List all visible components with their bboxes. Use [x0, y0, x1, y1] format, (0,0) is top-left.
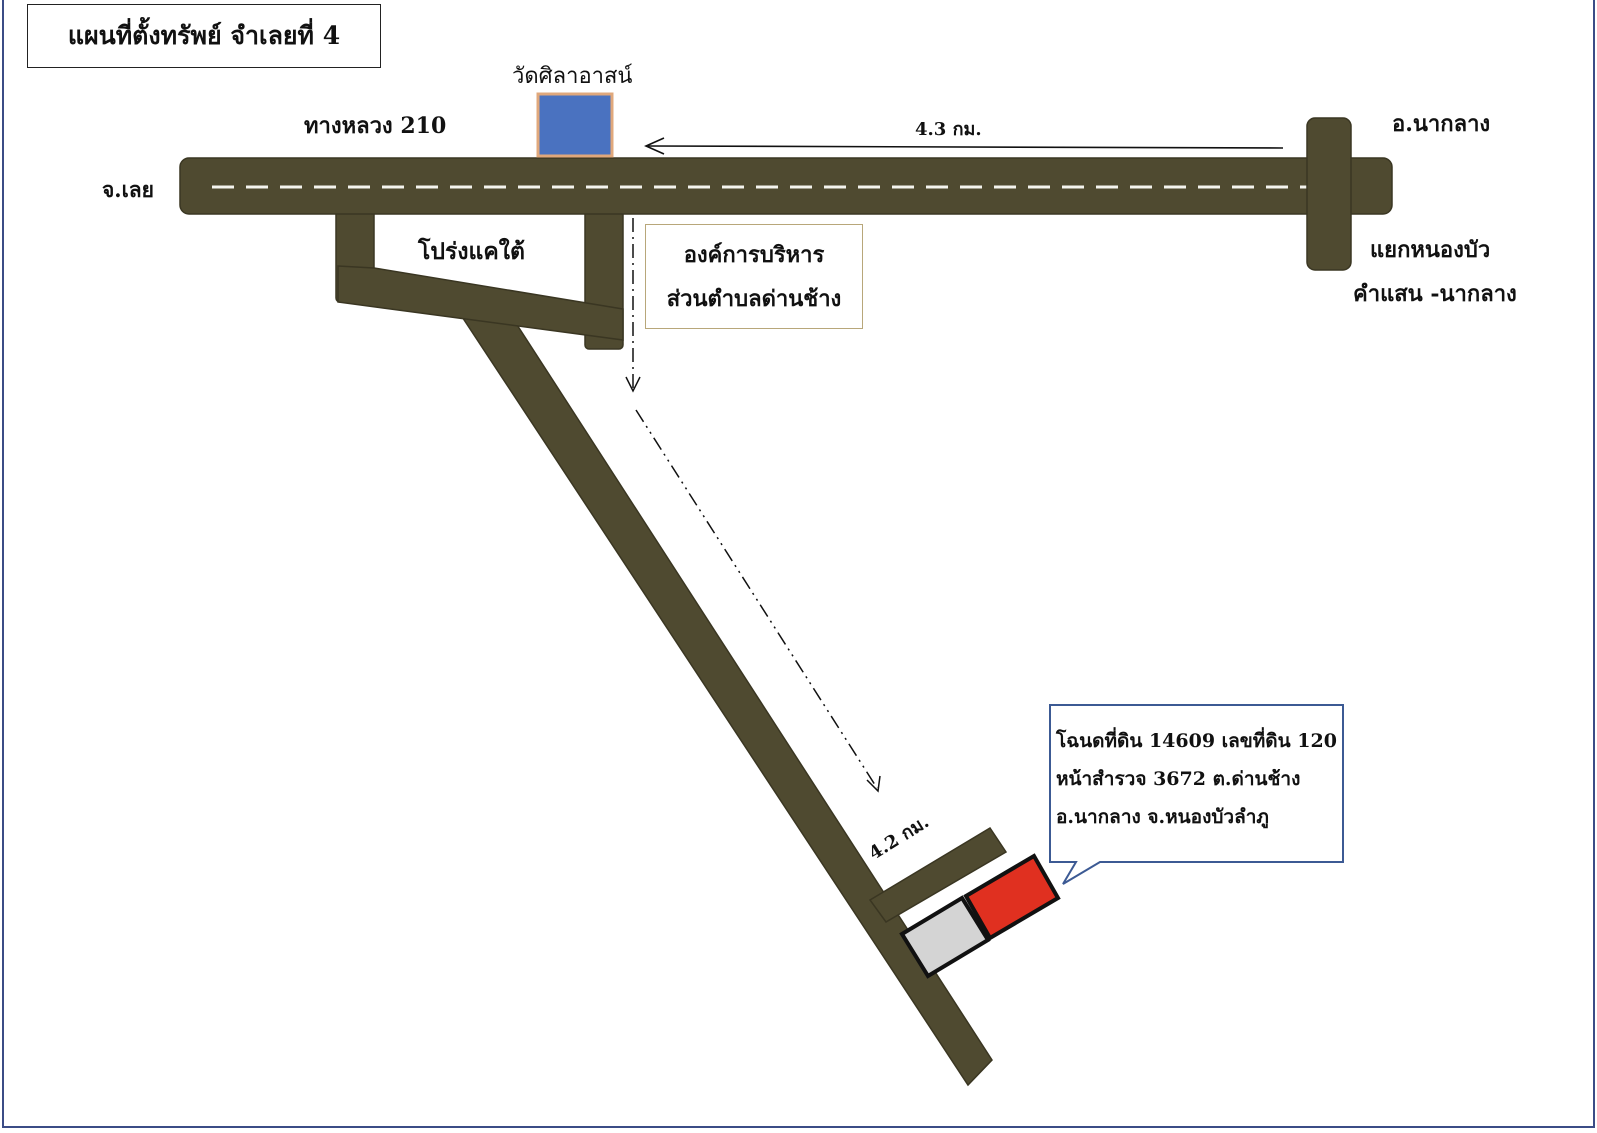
route-arrow-diagonal	[635, 409, 878, 789]
highway-210-label: ทางหลวง 210	[304, 113, 447, 139]
branch-road-diagonal	[449, 299, 993, 1087]
temple-marker	[536, 92, 614, 158]
prong-khae-tai-label: โปร่งแคใต้	[418, 238, 525, 265]
route-arrowhead-diagonal	[866, 775, 881, 793]
loei-label: จ.เลย	[102, 177, 154, 202]
distance-arrow-main	[647, 145, 1284, 149]
office-label-box: องค์การบริหาร ส่วนตำบลด่านช้าง	[645, 224, 863, 329]
junction-label-line1: แยกหนองบัว	[1370, 237, 1491, 263]
map-title: แผนที่ตั้งทรัพย์ จำเลยที่ 4	[67, 21, 341, 50]
property-plot-marker	[963, 853, 1061, 941]
temple-label: วัดศิลาอาสน์	[512, 64, 633, 89]
loop-road-south	[337, 265, 624, 341]
property-survey-line: หน้าสำรวจ 3672 ต.ด่านช้าง	[1056, 768, 1301, 790]
route-arrowhead-vertical	[625, 376, 641, 393]
distance-arrowhead-main	[644, 137, 665, 155]
neighbor-plot	[899, 895, 991, 979]
map-title-box: แผนที่ตั้งทรัพย์ จำเลยที่ 4	[27, 4, 381, 68]
property-callout-text: โฉนดที่ดิน 14609 เลขที่ดิน 120 หน้าสำรวจ…	[1056, 722, 1337, 836]
property-callout-bubble	[1049, 704, 1344, 885]
distance-main-label: 4.3 กม.	[915, 119, 982, 140]
office-label-line1: องค์การบริหาร	[683, 241, 825, 268]
office-label-line2: ส่วนตำบลด่านช้าง	[666, 285, 842, 312]
property-access-road	[868, 826, 1008, 923]
junction-label-line2: คำแสน -นากลาง	[1353, 281, 1517, 307]
property-deed-line: โฉนดที่ดิน 14609 เลขที่ดิน 120	[1056, 730, 1337, 752]
junction-road	[1306, 117, 1352, 271]
na-klang-label: อ.นากลาง	[1392, 111, 1491, 137]
highway-210-road	[179, 157, 1393, 215]
property-location-line: อ.นากลาง จ.หนองบัวลำภู	[1056, 806, 1269, 828]
